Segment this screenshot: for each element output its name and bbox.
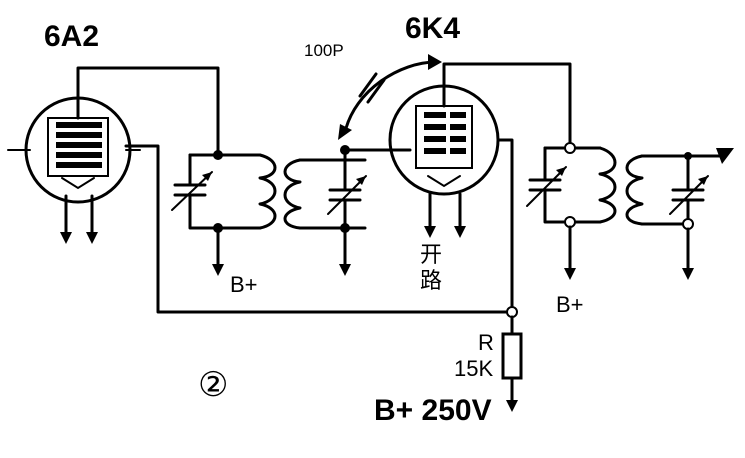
tank-4 [625,154,722,226]
supply-label: B+ 250V [374,394,492,427]
tube-6k4 [388,84,500,196]
tank-2 [283,148,367,230]
resistor-value-label: 15K [454,356,493,381]
open-circuit-label-1: 开 [420,242,442,267]
bplus-label-1: B+ [230,272,258,297]
tube2-label: 6K4 [405,12,460,45]
bplus-label-2: B+ [556,292,584,317]
tube-6a2 [7,96,141,204]
figure-number: ② [198,366,228,404]
resistor-name-label: R [478,330,494,355]
open-circuit-label-2: 路 [420,268,442,293]
tank-1 [171,153,277,230]
coupling-capacitor [338,54,442,140]
resistor-r [501,332,523,380]
tank-3 [526,146,617,224]
coupling-cap-label: 100P [304,41,344,60]
tube1-label: 6A2 [44,20,99,53]
